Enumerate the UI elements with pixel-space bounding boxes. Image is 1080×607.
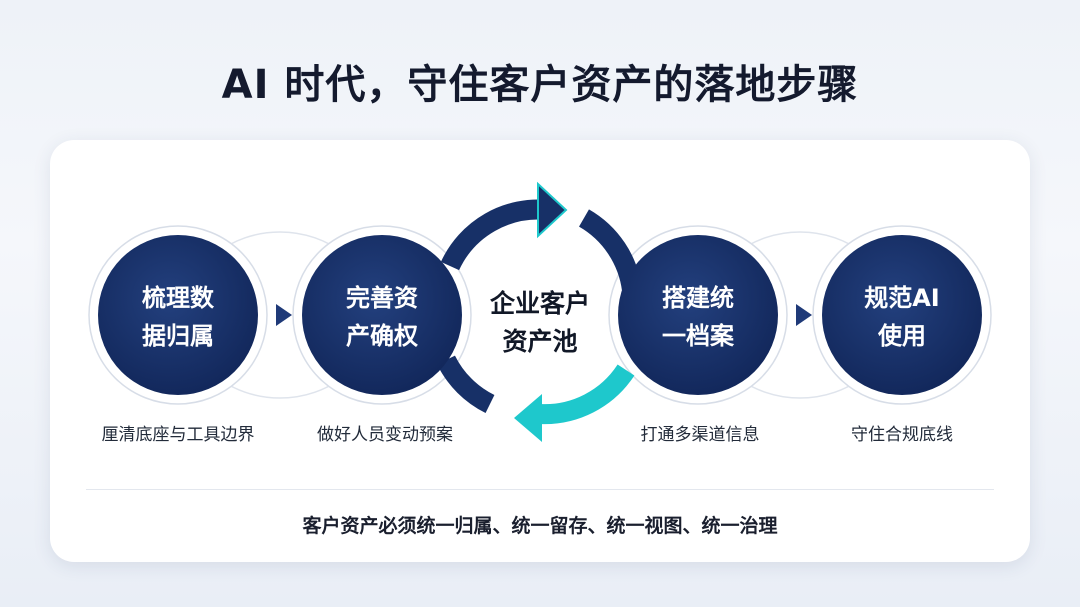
step-2-caption: 做好人员变动预案 xyxy=(317,425,453,445)
step-4-circle xyxy=(822,235,982,395)
step-1-label: 梳理数 据归属 xyxy=(118,279,238,355)
step-1-caption: 厘清底座与工具边界 xyxy=(101,425,255,445)
cycle-arc-left xyxy=(437,355,495,413)
cycle-arc-bottom xyxy=(539,364,635,425)
cycle-arrowhead-top xyxy=(537,181,568,239)
center-label: 企业客户 资产池 xyxy=(470,285,610,361)
center-label-line2: 资产池 xyxy=(502,327,578,356)
step-4-label-line2: 使用 xyxy=(878,322,926,350)
page-title: AI 时代，守住客户资产的落地步骤 xyxy=(221,62,859,108)
step-4-caption: 守住合规底线 xyxy=(851,425,953,445)
arrow-right-icon xyxy=(276,304,292,326)
step-4-label: 规范AI 使用 xyxy=(842,279,962,355)
step-1-circle xyxy=(98,235,258,395)
step-2-label: 完善资 产确权 xyxy=(322,279,442,355)
step-1-label-line2: 据归属 xyxy=(142,322,214,350)
divider xyxy=(86,489,994,490)
footer-summary: 客户资产必须统一归属、统一留存、统一视图、统一治理 xyxy=(302,515,778,537)
cycle-arrowhead-bottom xyxy=(514,394,542,442)
step-2-label-line1: 完善资 xyxy=(346,284,418,312)
arrow-right-icon xyxy=(796,304,812,326)
step-3-circle xyxy=(618,235,778,395)
step-1-label-line1: 梳理数 xyxy=(142,284,214,312)
step-3-caption: 打通多渠道信息 xyxy=(640,425,760,445)
step-3-label: 搭建统 一档案 xyxy=(638,279,758,355)
cycle-arc-top xyxy=(440,199,550,271)
step-4-label-line1: 规范AI xyxy=(864,284,940,312)
step-3-label-line2: 一档案 xyxy=(662,322,734,350)
step-3-label-line1: 搭建统 xyxy=(662,284,734,312)
step-2-label-line2: 产确权 xyxy=(346,322,418,350)
center-label-line1: 企业客户 xyxy=(489,289,590,318)
step-2-circle xyxy=(302,235,462,395)
cycle-arc-right xyxy=(578,209,642,292)
